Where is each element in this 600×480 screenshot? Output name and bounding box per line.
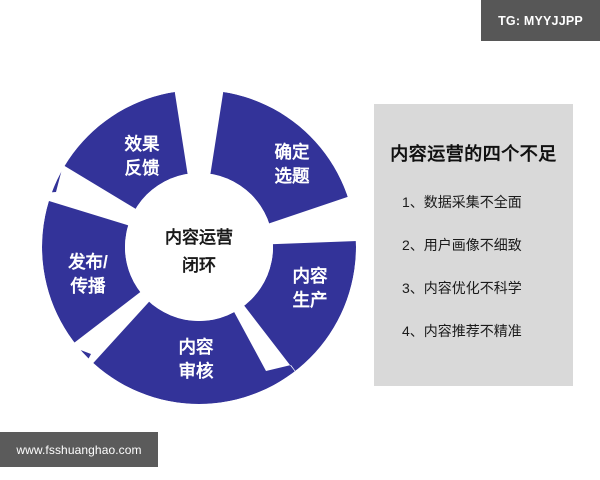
shortcomings-list-item: 3、内容优化不科学	[374, 278, 573, 298]
shortcomings-item-text: 用户画像不细致	[423, 237, 522, 253]
cycle-segment-label-content-produce-line2: 生产	[293, 290, 328, 310]
telegram-watermark-badge: TG: MYYJJPP	[481, 0, 600, 41]
shortcomings-list-item: 1、数据采集不全面	[374, 192, 573, 212]
site-watermark-badge: www.fsshuanghao.com	[0, 432, 158, 467]
site-watermark-text: www.fsshuanghao.com	[16, 442, 142, 457]
cycle-segment-label-content-review-line1: 内容	[179, 337, 214, 357]
shortcomings-list: 1、数据采集不全面 2、用户画像不细致 3、内容优化不科学 4、内容推荐不精准	[374, 166, 573, 341]
shortcomings-item-text: 数据采集不全面	[423, 194, 522, 210]
telegram-watermark-text: TG: MYYJJPP	[498, 13, 583, 28]
cycle-center-line1: 内容运营	[165, 227, 233, 247]
content-operation-cycle-diagram: 内容运营 闭环 确定 选题 内容 生产 内容 审核 发布/ 传播 效果 反馈	[38, 88, 364, 408]
cycle-center-hub	[125, 173, 273, 321]
cycle-segment-label-effect-feedback-line2: 反馈	[125, 158, 160, 178]
cycle-segment-label-publish-spread-line1: 发布/	[67, 252, 108, 272]
cycle-separator-1	[174, 88, 224, 247]
cycle-segment-label-confirm-topic-line1: 确定	[275, 142, 310, 162]
cycle-segment-label-content-produce-line1: 内容	[293, 266, 328, 286]
cycle-diagram-svg: 内容运营 闭环 确定 选题 内容 生产 内容 审核 发布/ 传播 效果 反馈	[38, 88, 364, 404]
shortcomings-panel: 内容运营的四个不足 1、数据采集不全面 2、用户画像不细致 3、内容优化不科学 …	[374, 104, 573, 386]
cycle-segment-label-publish-spread-line2: 传播	[70, 276, 106, 296]
cycle-segment-label-effect-feedback-line1: 效果	[125, 134, 160, 154]
shortcomings-list-item: 2、用户画像不细致	[374, 235, 573, 255]
shortcomings-item-number: 4、	[402, 323, 424, 339]
shortcomings-item-number: 2、	[402, 237, 424, 253]
shortcomings-item-text: 内容推荐不精准	[423, 323, 522, 339]
cycle-segment-label-confirm-topic-line2: 选题	[275, 166, 310, 186]
shortcomings-item-number: 1、	[402, 194, 424, 210]
shortcomings-item-text: 内容优化不科学	[423, 280, 522, 296]
cycle-segment-label-content-review-line2: 审核	[179, 361, 214, 381]
cycle-center-line2: 闭环	[182, 255, 216, 275]
shortcomings-panel-title: 内容运营的四个不足	[390, 144, 557, 164]
shortcomings-list-item: 4、内容推荐不精准	[374, 321, 573, 341]
shortcomings-item-number: 3、	[402, 280, 424, 296]
